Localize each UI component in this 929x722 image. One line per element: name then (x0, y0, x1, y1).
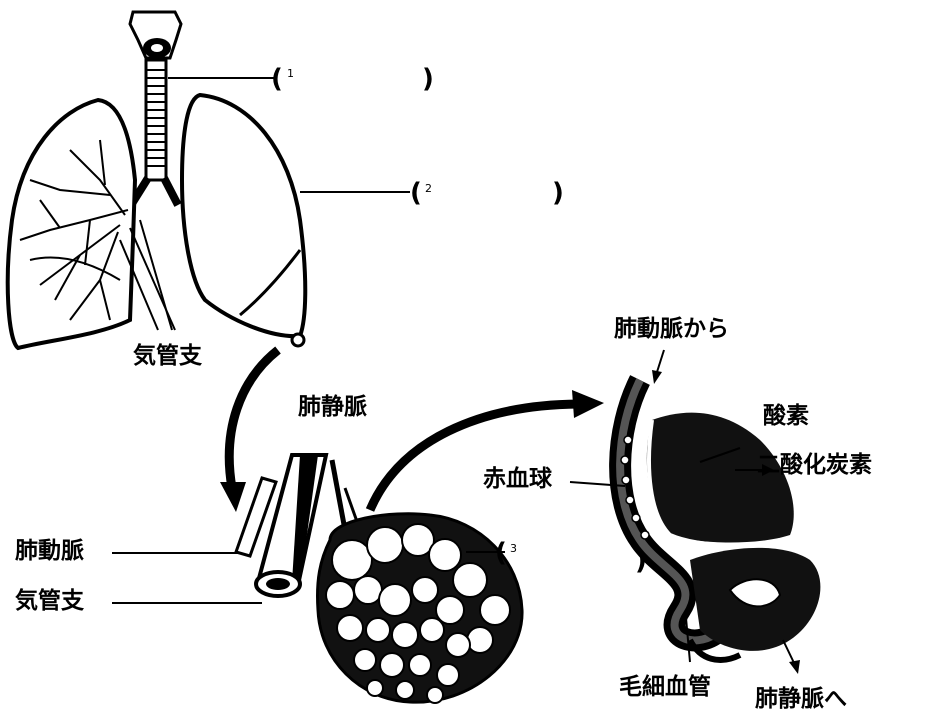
label-hai-domyaku-kara: 肺動脈から (614, 318, 729, 341)
blank-3-open: ( (495, 540, 507, 566)
label-sanso: 酸素 (763, 405, 809, 428)
blank-2-open: ( (410, 180, 422, 206)
arrow-down-1 (229, 350, 278, 488)
blank-3-close: ) (635, 548, 647, 574)
label-sekkekkyu: 赤血球 (483, 468, 552, 491)
magnified-alveolus (570, 350, 820, 674)
arrow-right-1 (370, 404, 578, 510)
blank-1-number: 1 (287, 68, 294, 79)
blank-1-close: ) (422, 66, 434, 92)
label-hai-jomyaku: 肺静脈 (298, 396, 367, 419)
label-mosaikekkan: 毛細血管 (619, 676, 711, 699)
label-hai-jomyaku-e: 肺静脈へ (755, 688, 847, 711)
blank-1-open: ( (271, 66, 283, 92)
blank-3-number: 3 (510, 543, 517, 554)
label-kikanshi-bottom: 気管支 (15, 590, 84, 613)
label-kikanshi-top: 気管支 (133, 345, 202, 368)
lungs-illustration (8, 12, 306, 348)
blank-2-close: ) (552, 180, 564, 206)
blank-2-number: 2 (425, 183, 432, 194)
label-hai-domyaku: 肺動脈 (15, 540, 84, 563)
label-nisanka-tanso: 二酸化炭素 (757, 454, 872, 477)
